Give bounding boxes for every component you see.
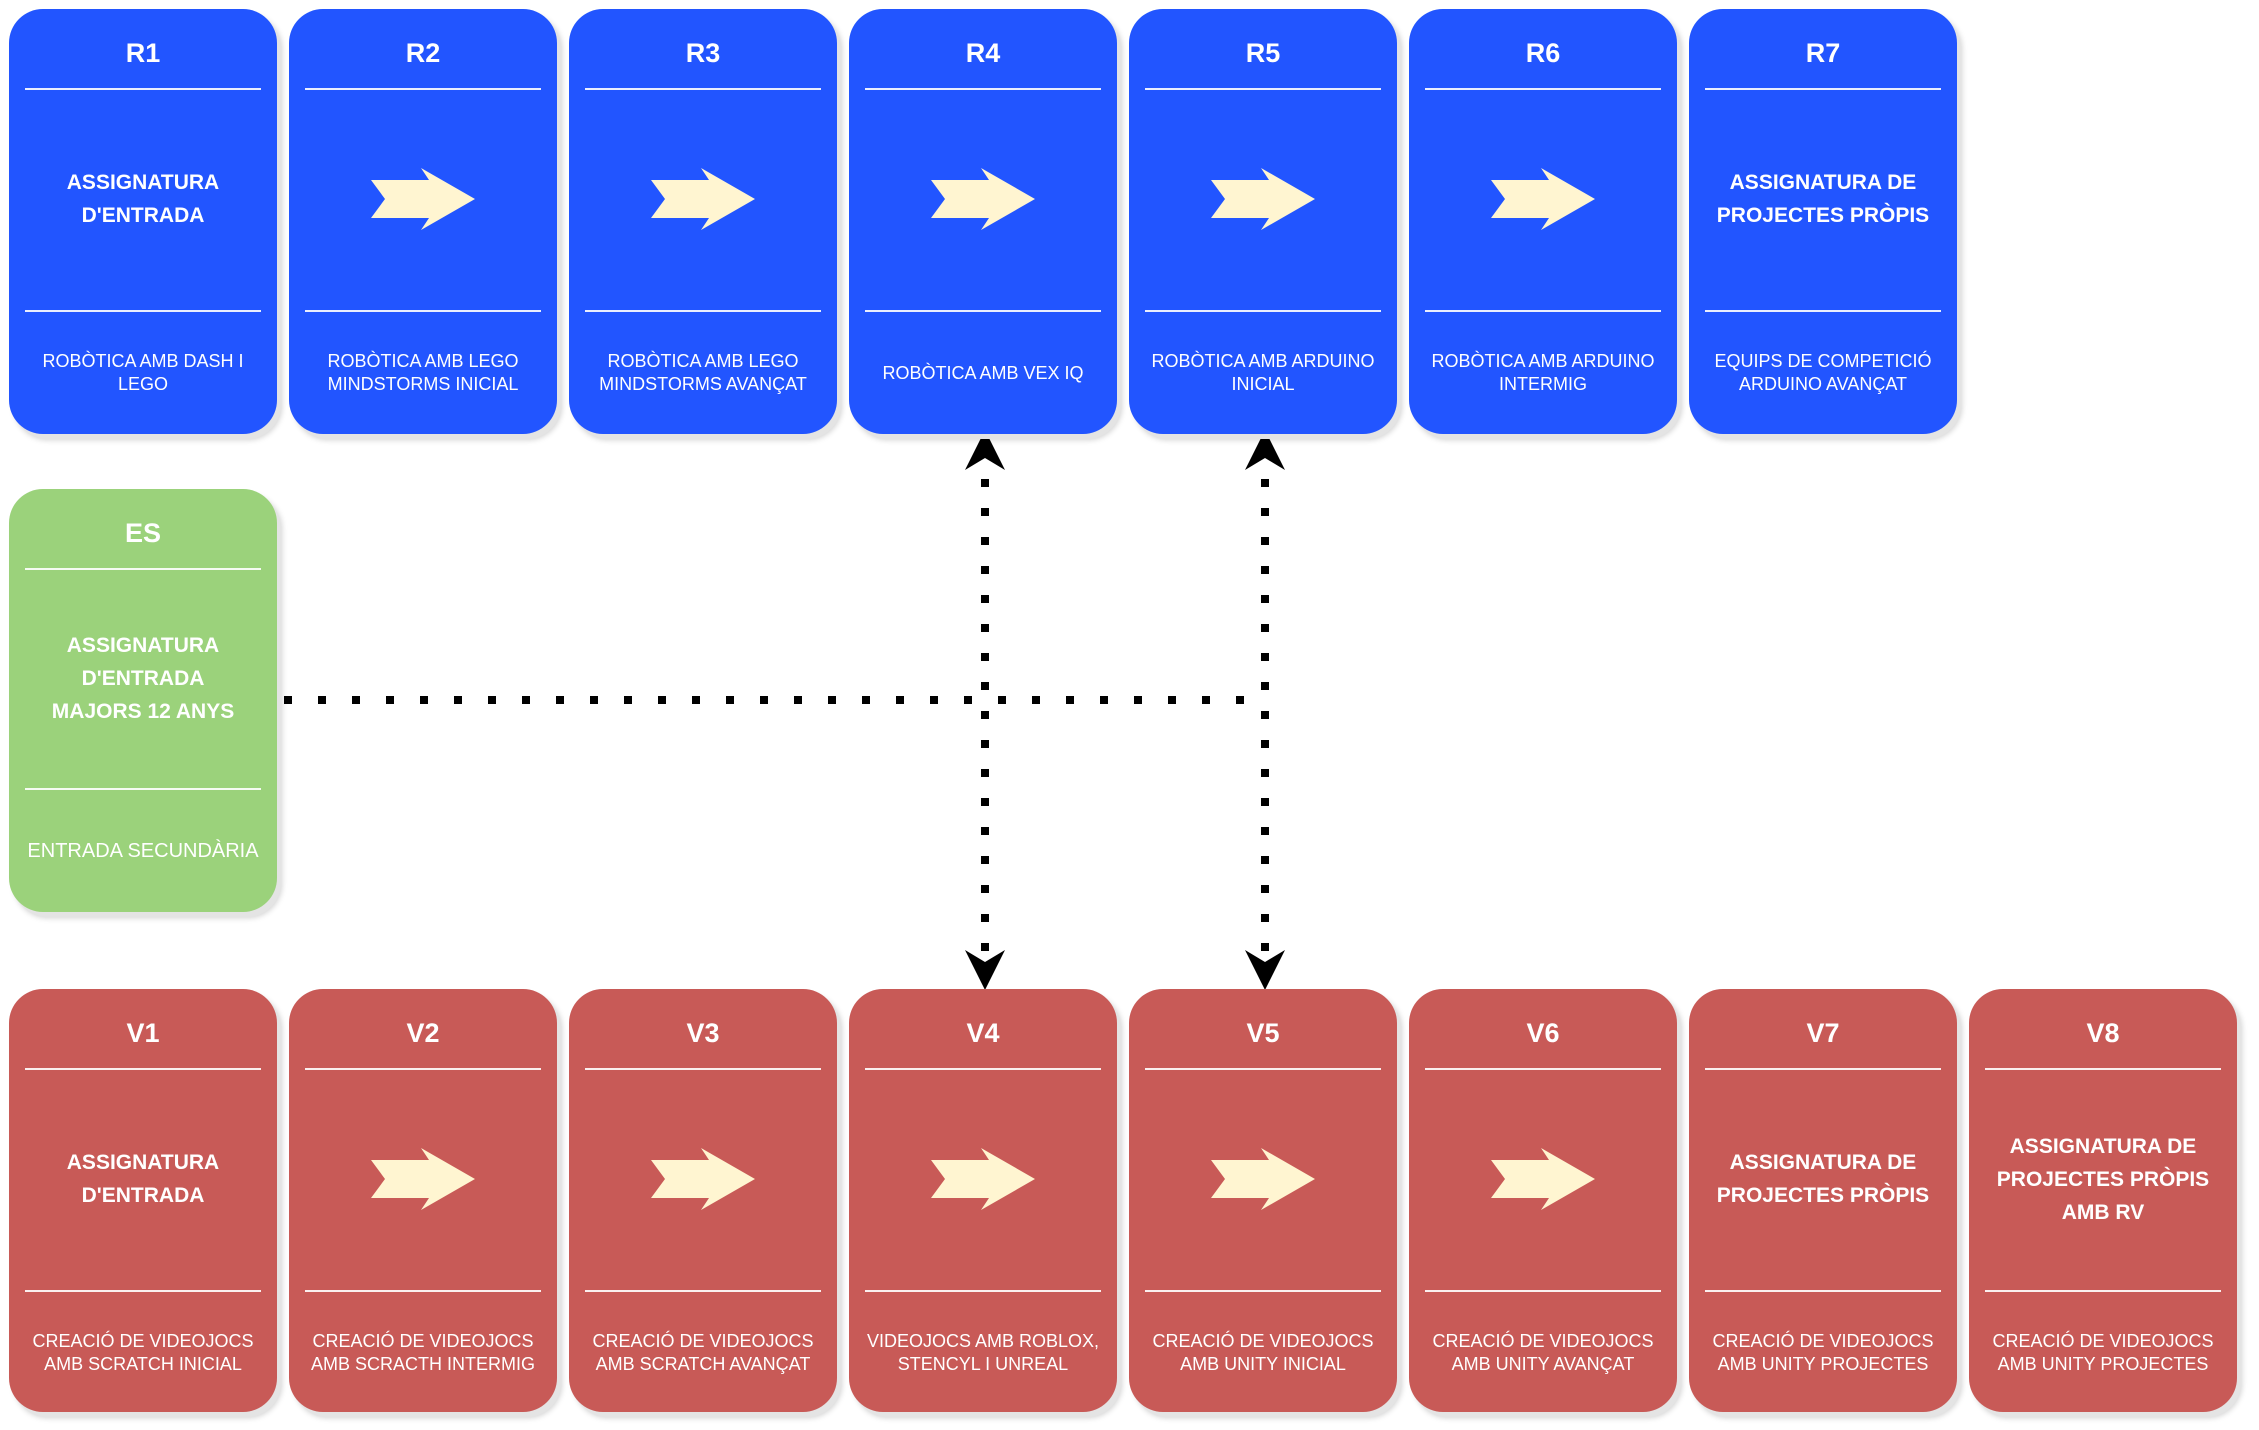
divider: [1145, 1068, 1381, 1070]
right-arrow-icon: [651, 1148, 755, 1210]
card-code: R5: [1245, 38, 1281, 68]
card-code: R6: [1525, 38, 1561, 68]
divider: [1705, 1068, 1941, 1070]
divider: [305, 1290, 541, 1292]
card-code: ES: [124, 518, 162, 548]
card-subtitle: ROBÒTICA AMB LEGO MINDSTORMS INICIAL: [327, 351, 519, 394]
right-arrow-icon: [651, 168, 755, 230]
card-r5: R5 ROBÒTICA AMB ARDUINO INICIAL: [1129, 9, 1397, 434]
card-r2: R2 ROBÒTICA AMB LEGO MINDSTORMS INICIAL: [289, 9, 557, 434]
card-code: R4: [965, 38, 1001, 68]
card-subtitle: ROBÒTICA AMB VEX IQ: [882, 362, 1084, 383]
card-subtitle: ENTRADA SECUNDÀRIA: [27, 839, 259, 862]
divider: [305, 310, 541, 312]
divider: [1145, 88, 1381, 90]
divider: [865, 1290, 1101, 1292]
right-arrow-icon: [1491, 168, 1595, 230]
card-r4: R4 ROBÒTICA AMB VEX IQ: [849, 9, 1117, 434]
divider: [1705, 1290, 1941, 1292]
right-arrow-icon: [931, 1148, 1035, 1210]
card-subtitle: ROBÒTICA AMB DASH I LEGO: [42, 351, 244, 394]
card-code: R1: [125, 38, 161, 68]
divider: [25, 788, 261, 790]
card-r1: R1 ASSIGNATURA D'ENTRADA ROBÒTICA AMB DA…: [9, 9, 277, 434]
card-code: V5: [1246, 1018, 1280, 1048]
card-code: V7: [1806, 1018, 1840, 1048]
card-title: ASSIGNATURA DE PROJECTES PRÒPIS: [1716, 171, 1930, 227]
divider: [25, 1068, 261, 1070]
divider: [865, 1068, 1101, 1070]
card-subtitle: CREACIÓ DE VIDEOJOCS AMB UNITY PROJECTES: [1712, 1331, 1934, 1374]
card-subtitle: VIDEOJOCS AMB ROBLOX, STENCYL I UNREAL: [866, 1331, 1100, 1374]
right-arrow-icon: [371, 1148, 475, 1210]
card-title: ASSIGNATURA DE PROJECTES PRÒPIS AMB RV: [1996, 1134, 2210, 1224]
card-code: V1: [126, 1018, 160, 1048]
divider: [305, 88, 541, 90]
divider: [1705, 310, 1941, 312]
card-v6: V6 CREACIÓ DE VIDEOJOCS AMB UNITY AVANÇA…: [1409, 989, 1677, 1412]
divider: [25, 310, 261, 312]
divider: [25, 88, 261, 90]
card-v3: V3 CREACIÓ DE VIDEOJOCS AMB SCRATCH AVAN…: [569, 989, 837, 1412]
card-code: R7: [1805, 38, 1841, 68]
divider: [25, 1290, 261, 1292]
divider: [865, 88, 1101, 90]
divider: [1985, 1068, 2221, 1070]
card-subtitle: ROBÒTICA AMB LEGO MINDSTORMS AVANÇAT: [599, 351, 807, 394]
card-r6: R6 ROBÒTICA AMB ARDUINO INTERMIG: [1409, 9, 1677, 434]
divider: [1705, 88, 1941, 90]
card-code: V6: [1526, 1018, 1560, 1048]
card-subtitle: ROBÒTICA AMB ARDUINO INTERMIG: [1431, 351, 1655, 394]
card-subtitle: CREACIÓ DE VIDEOJOCS AMB UNITY PROJECTES: [1992, 1331, 2214, 1374]
card-code: V2: [406, 1018, 440, 1048]
divider: [585, 1068, 821, 1070]
card-code: R3: [685, 38, 721, 68]
divider: [305, 1068, 541, 1070]
card-title: ASSIGNATURA DE PROJECTES PRÒPIS: [1716, 1151, 1930, 1207]
divider: [1425, 310, 1661, 312]
card-r7: R7 ASSIGNATURA DE PROJECTES PRÒPIS EQUIP…: [1689, 9, 1957, 434]
card-code: V3: [686, 1018, 720, 1048]
divider: [1425, 1290, 1661, 1292]
card-subtitle: ROBÒTICA AMB ARDUINO INICIAL: [1151, 351, 1375, 394]
card-v5: V5 CREACIÓ DE VIDEOJOCS AMB UNITY INICIA…: [1129, 989, 1397, 1412]
divider: [1145, 1290, 1381, 1292]
card-code: V4: [966, 1018, 1000, 1048]
card-code: V8: [2086, 1018, 2120, 1048]
card-subtitle: EQUIPS DE COMPETICIÓ ARDUINO AVANÇAT: [1714, 351, 1932, 394]
divider: [25, 568, 261, 570]
card-es: ES ASSIGNATURA D'ENTRADA MAJORS 12 ANYS …: [9, 489, 277, 912]
divider: [865, 310, 1101, 312]
divider: [1425, 1068, 1661, 1070]
card-subtitle: CREACIÓ DE VIDEOJOCS AMB UNITY INICIAL: [1152, 1331, 1374, 1374]
divider: [1985, 1290, 2221, 1292]
card-r3: R3 ROBÒTICA AMB LEGO MINDSTORMS AVANÇAT: [569, 9, 837, 434]
card-v2: V2 CREACIÓ DE VIDEOJOCS AMB SCRACTH INTE…: [289, 989, 557, 1412]
card-subtitle: CREACIÓ DE VIDEOJOCS AMB UNITY AVANÇAT: [1432, 1331, 1654, 1374]
card-title: ASSIGNATURA D'ENTRADA MAJORS 12 ANYS: [51, 633, 235, 723]
card-code: R2: [405, 38, 441, 68]
card-subtitle: CREACIÓ DE VIDEOJOCS AMB SCRACTH INTERMI…: [310, 1331, 535, 1374]
card-v4: V4 VIDEOJOCS AMB ROBLOX, STENCYL I UNREA…: [849, 989, 1117, 1412]
card-v8: V8 ASSIGNATURA DE PROJECTES PRÒPIS AMB R…: [1969, 989, 2237, 1412]
card-subtitle: CREACIÓ DE VIDEOJOCS AMB SCRATCH INICIAL: [32, 1331, 254, 1374]
divider: [1145, 310, 1381, 312]
divider: [1425, 88, 1661, 90]
right-arrow-icon: [1491, 1148, 1595, 1210]
right-arrow-icon: [931, 168, 1035, 230]
divider: [585, 1290, 821, 1292]
card-subtitle: CREACIÓ DE VIDEOJOCS AMB SCRATCH AVANÇAT: [592, 1331, 814, 1374]
card-title: ASSIGNATURA D'ENTRADA: [66, 171, 220, 227]
card-v7: V7 ASSIGNATURA DE PROJECTES PRÒPIS CREAC…: [1689, 989, 1957, 1412]
card-v1: V1 ASSIGNATURA D'ENTRADA CREACIÓ DE VIDE…: [9, 989, 277, 1412]
card-title: ASSIGNATURA D'ENTRADA: [66, 1151, 220, 1207]
right-arrow-icon: [371, 168, 475, 230]
divider: [585, 310, 821, 312]
divider: [585, 88, 821, 90]
right-arrow-icon: [1211, 1148, 1315, 1210]
right-arrow-icon: [1211, 168, 1315, 230]
